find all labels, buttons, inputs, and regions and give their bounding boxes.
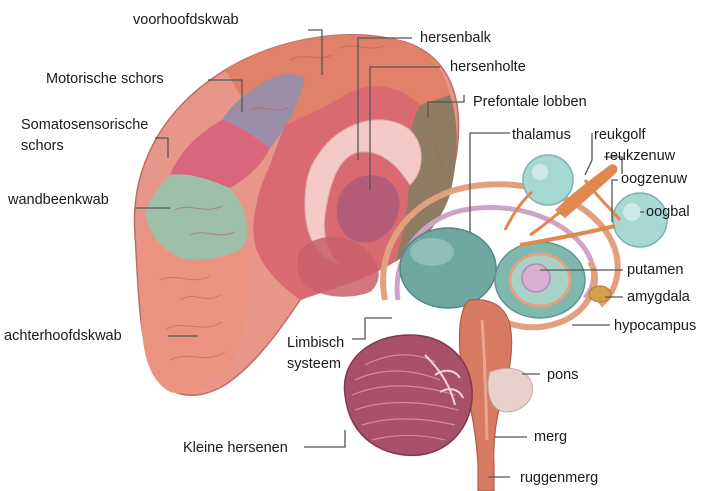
label-somatosensorische-schors: schors <box>21 138 64 154</box>
line-reukgolf <box>585 133 592 175</box>
eyeball-right <box>613 193 667 247</box>
label-putamen: putamen <box>627 262 683 278</box>
eyeball-upper <box>523 155 573 205</box>
brainstem-group <box>344 300 532 491</box>
label-hersenholte: hersenholte <box>450 59 526 75</box>
label-oogbal: oogbal <box>646 204 690 220</box>
line-kleine-hersenen <box>304 430 345 447</box>
amygdala <box>589 286 611 302</box>
label-prefontale-lobben: Prefontale lobben <box>473 94 587 110</box>
label-reukgolf: reukgolf <box>594 127 647 143</box>
label-ruggenmerg: ruggenmerg <box>520 470 598 486</box>
label-hypocampus: hypocampus <box>614 318 696 334</box>
label-merg: merg <box>534 429 567 445</box>
label-reukzenuw: reukzenuw <box>605 148 676 164</box>
label-amygdala: amygdala <box>627 289 691 305</box>
label-hersenbalk: hersenbalk <box>420 30 492 46</box>
label-kleine-hersenen: Kleine hersenen <box>183 440 288 456</box>
eyeball-upper-shine <box>532 164 548 180</box>
label-limbisch-systeem: systeem <box>287 356 341 372</box>
label-somatosensorische: Somatosensorische <box>21 117 148 133</box>
pons <box>488 368 532 412</box>
label-achterhoofdskwab: achterhoofdskwab <box>4 328 122 344</box>
thalamus-highlight <box>410 238 454 266</box>
label-motorische-schors: Motorische schors <box>46 71 164 87</box>
label-voorhoofdskwab: voorhoofdskwab <box>133 12 239 28</box>
label-pons: pons <box>547 367 578 383</box>
thalamus <box>400 228 496 308</box>
label-limbisch: Limbisch <box>287 335 344 351</box>
line-limbisch <box>352 318 392 339</box>
label-thalamus: thalamus <box>512 127 571 143</box>
label-wandbeenkwab: wandbeenkwab <box>7 192 109 208</box>
label-oogzenuw: oogzenuw <box>621 171 688 187</box>
eyeball-right-shine <box>623 203 641 221</box>
putamen-core <box>522 264 550 292</box>
